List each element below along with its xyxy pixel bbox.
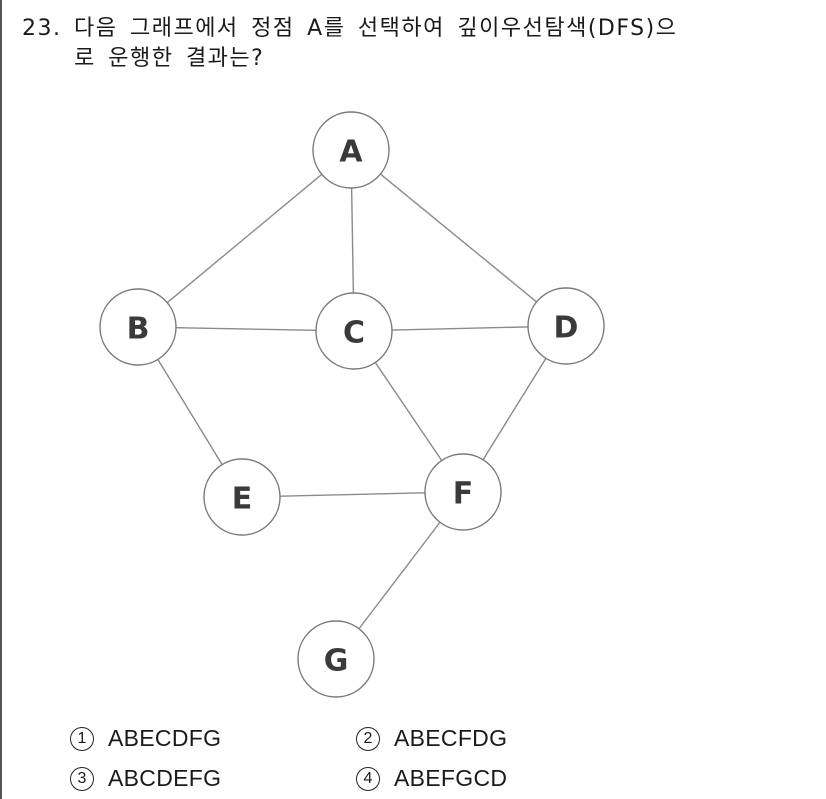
choice-number-circle: 3 [70,766,94,791]
choice-number-circle: 1 [70,726,94,751]
node-circle [99,288,177,366]
node-a: A [312,111,390,189]
node-label: D [554,311,579,346]
node-circle [297,620,375,698]
node-c: C [315,292,393,370]
question-number: 23. [22,16,62,41]
edge-f-g [358,521,441,630]
node-circle [527,287,605,365]
node-label: F [453,477,474,512]
edge-c-d [391,326,529,331]
graph-diagram: A B C D E F G [99,111,605,698]
edge-a-c [350,187,355,294]
question-line-1: 23. 다음 그래프에서 정점 A를 선택하여 깊이우선탐색(DFS)으 [22,14,802,44]
edge-b-c [175,327,317,331]
node-label: G [324,644,349,679]
choice-2[interactable]: 2 ABECFDG [356,725,507,752]
node-label: E [232,482,253,517]
node-e: E [203,458,281,536]
choice-number-circle: 4 [356,766,380,791]
left-border [0,0,2,799]
edge-a-b [166,173,323,304]
edge-d-f [482,357,547,461]
node-circle [312,111,390,189]
question-line-1-text: 다음 그래프에서 정점 A를 선택하여 깊이우선탐색(DFS)으 [74,16,678,41]
node-circle [203,458,281,536]
node-circle [315,292,393,370]
node-label: B [127,312,150,347]
choice-text: ABECDFG [108,725,222,751]
question-line-2: 로 운행한 결과는? [74,46,265,71]
node-f: F [424,453,502,531]
node-circle [424,453,502,531]
choice-text: ABEFGCD [394,765,508,791]
choice-1[interactable]: 1 ABECDFG [70,725,221,752]
question-text: 23. 다음 그래프에서 정점 A를 선택하여 깊이우선탐색(DFS)으 로 운… [22,14,802,74]
graph-svg: A B C D E F G [99,111,605,698]
node-label: C [343,316,365,351]
edges-layer [157,173,547,630]
choice-number-circle: 2 [356,726,380,751]
edge-e-f [279,492,426,497]
node-label: A [339,135,363,170]
choice-3[interactable]: 3 ABCDEFG [70,765,221,792]
node-g: G [297,620,375,698]
nodes-layer: A B C D E F G [99,111,605,698]
choice-text: ABECFDG [394,725,508,751]
node-b: B [99,288,177,366]
node-d: D [527,287,605,365]
choice-text: ABCDEFG [108,765,222,791]
edge-c-f [374,362,443,461]
choice-4[interactable]: 4 ABEFGCD [356,765,507,792]
edge-a-d [379,173,538,303]
edge-b-e [157,359,223,465]
